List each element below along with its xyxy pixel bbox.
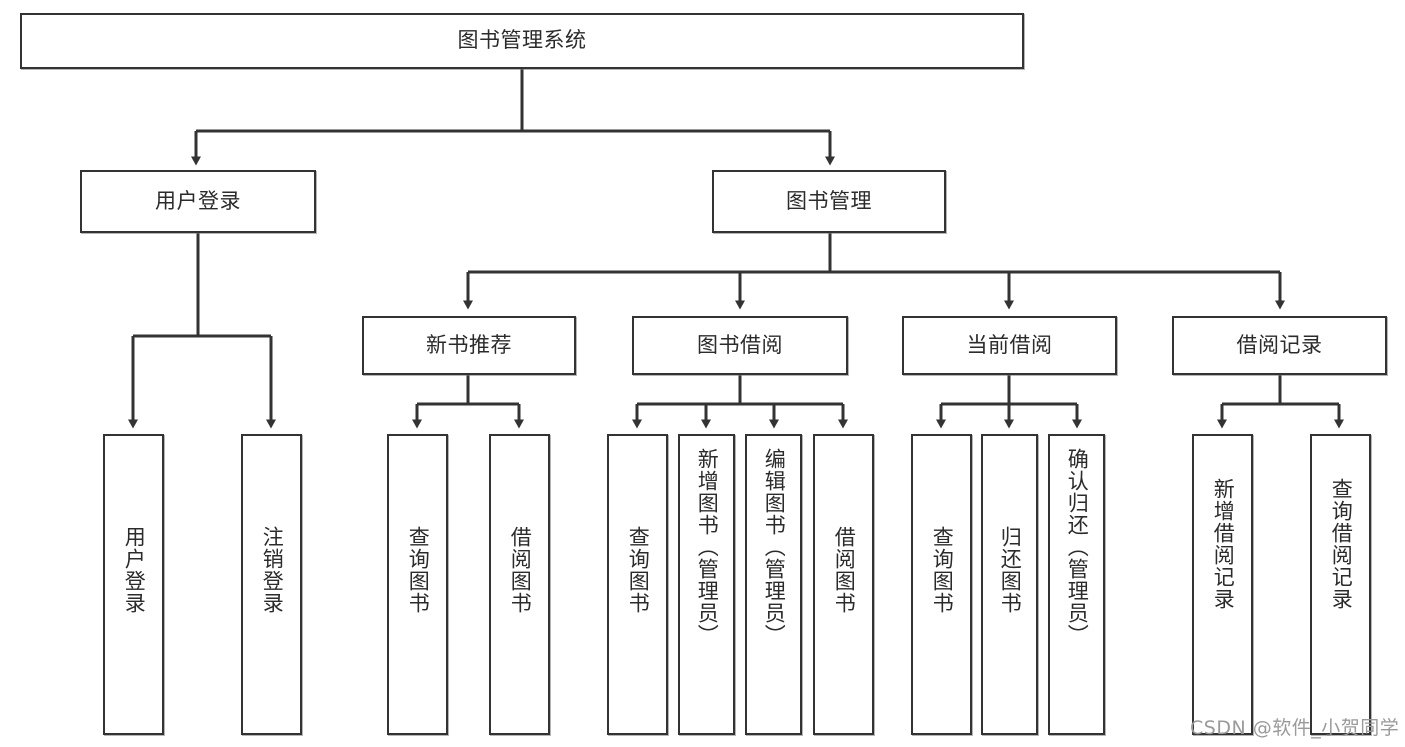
leaf-current-confirm-return[interactable]: 确认归还（管理员） [1048,434,1105,735]
node-user-login-label: 用户登录 [155,188,241,213]
leaf-label: 编辑图书（管理员） [762,448,787,646]
leaf-user-login-signin[interactable]: 用户登录 [103,434,164,735]
leaf-new-book-query[interactable]: 查询图书 [387,434,448,735]
node-borrow-record[interactable]: 借阅记录 [1172,316,1387,375]
node-book-management[interactable]: 图书管理 [712,170,946,233]
node-user-login[interactable]: 用户登录 [80,170,316,233]
leaf-borrow-add-book[interactable]: 新增图书（管理员） [678,434,735,735]
leaf-label: 用户登录 [122,526,147,614]
node-new-book-recommend-label: 新书推荐 [426,332,512,357]
leaf-label: 查询图书 [626,526,651,614]
leaf-borrow-borrow-book[interactable]: 借阅图书 [813,434,874,735]
leaf-current-query-book[interactable]: 查询图书 [911,434,972,735]
node-root-label: 图书管理系统 [457,28,587,53]
leaf-label: 查询图书 [406,526,431,614]
csdn-watermark: CSDN @软件_小贺同学 [1190,717,1400,739]
leaf-label: 借阅图书 [832,526,857,614]
leaf-label: 归还图书 [998,526,1023,614]
node-book-management-label: 图书管理 [786,188,872,213]
leaf-label: 确认归还（管理员） [1065,448,1090,646]
leaf-record-query[interactable]: 查询借阅记录 [1310,434,1371,735]
leaf-record-add[interactable]: 新增借阅记录 [1192,434,1253,735]
leaf-label: 新增图书（管理员） [695,448,720,646]
leaf-new-book-borrow[interactable]: 借阅图书 [489,434,550,735]
leaf-borrow-query-book[interactable]: 查询图书 [607,434,668,735]
leaf-label: 查询借阅记录 [1329,478,1354,610]
node-root[interactable]: 图书管理系统 [20,13,1024,69]
node-book-borrow[interactable]: 图书借阅 [632,316,848,375]
node-current-borrow[interactable]: 当前借阅 [902,316,1117,375]
leaf-label: 借阅图书 [508,526,533,614]
leaf-label: 查询图书 [930,526,955,614]
leaf-label: 新增借阅记录 [1211,478,1236,610]
leaf-user-login-signout[interactable]: 注销登录 [241,434,302,735]
leaf-borrow-edit-book[interactable]: 编辑图书（管理员） [745,434,802,735]
node-new-book-recommend[interactable]: 新书推荐 [362,316,576,375]
node-book-borrow-label: 图书借阅 [697,332,783,357]
node-borrow-record-label: 借阅记录 [1236,332,1323,357]
node-current-borrow-label: 当前借阅 [966,332,1053,357]
leaf-label: 注销登录 [260,526,285,614]
leaf-current-return-book[interactable]: 归还图书 [981,434,1038,735]
